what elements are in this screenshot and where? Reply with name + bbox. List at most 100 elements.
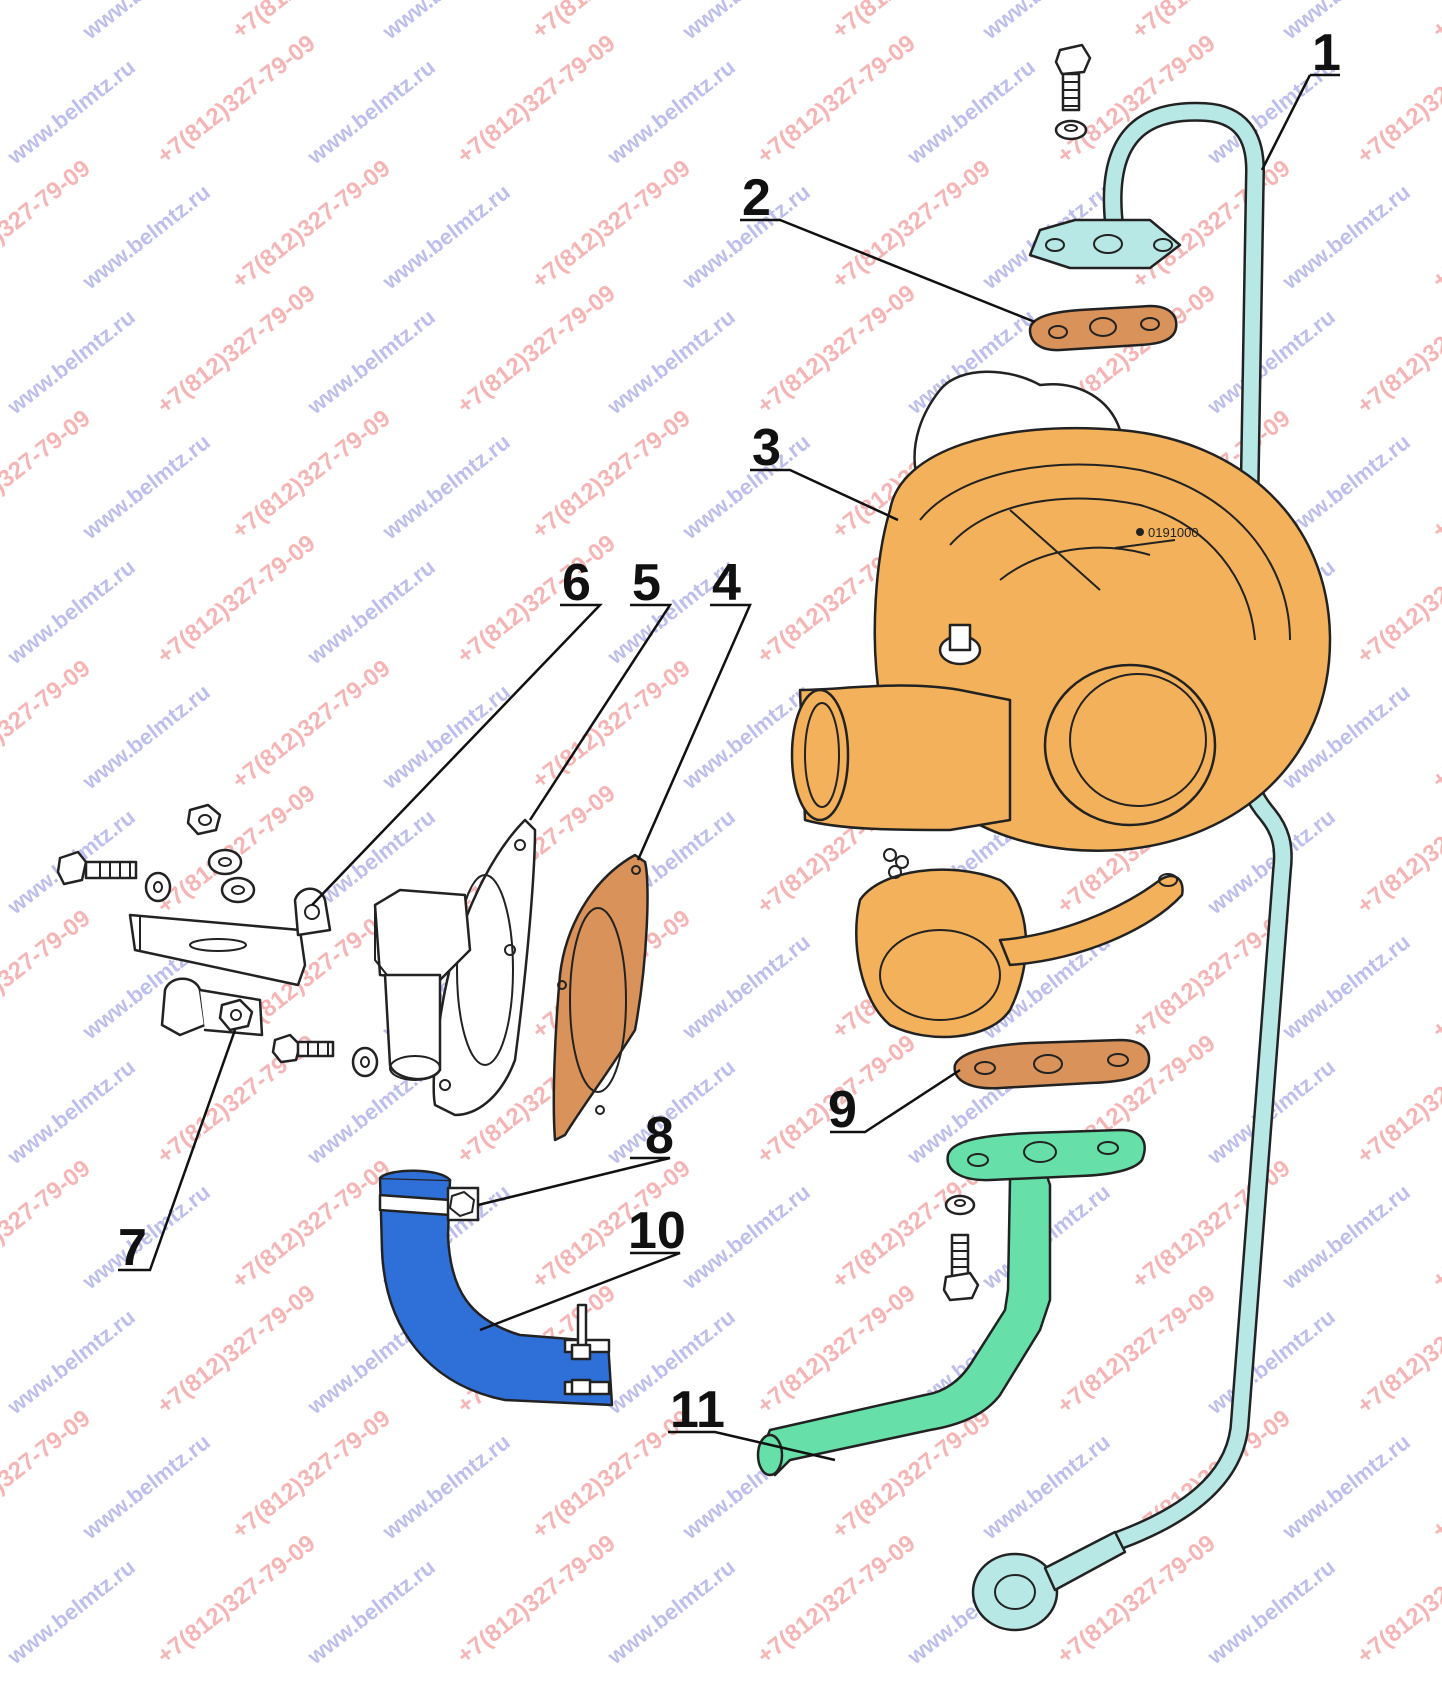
outlet-elbow-flange [373, 818, 537, 1117]
watermark-site: www.belmtz.ru [1277, 1179, 1415, 1294]
watermark-phone: +7(812)327-79-09 [1352, 30, 1442, 170]
watermark-site: www.belmtz.ru [1277, 179, 1415, 294]
watermark-site: www.belmtz.ru [602, 304, 740, 419]
watermark-site: www.belmtz.ru [302, 304, 440, 419]
watermark-site: www.belmtz.ru [377, 679, 515, 794]
watermark-site: www.belmtz.ru [602, 54, 740, 169]
watermark-phone: +7(812)327-79-09 [452, 280, 621, 420]
callout-4: 4 [712, 554, 741, 612]
watermark-phone: +7(812)327-79-09 [227, 655, 396, 795]
watermark-phone: +7(812)327-79-09 [1352, 1530, 1442, 1670]
watermark-site: www.belmtz.ru [77, 1429, 215, 1544]
watermark-phone: +7(812)327-79-09 [152, 530, 321, 670]
watermark-phone: +7(812)327-79-09 [152, 30, 321, 170]
callout-7: 7 [118, 1219, 147, 1277]
watermark-site: www.belmtz.ru [677, 1179, 815, 1294]
watermark-site: www.belmtz.ru [1202, 304, 1340, 419]
watermark-phone: +7(812)327-79-09 [1352, 280, 1442, 420]
watermark-phone: +7(812)327-79-09 [452, 530, 621, 670]
callout-10: 10 [628, 1202, 686, 1260]
watermark-site: www.belmtz.ru [977, 1429, 1115, 1544]
watermark-phone: +7(812)327-79-09 [752, 30, 921, 170]
watermark-site: www.belmtz.ru [977, 0, 1115, 45]
watermark-site: www.belmtz.ru [1277, 929, 1415, 1044]
watermark-site: www.belmtz.ru [902, 54, 1040, 169]
watermark-phone: +7(812)327-79-09 [752, 1280, 921, 1420]
watermark-phone: +7(812)327-79-09 [452, 1530, 621, 1670]
flange-gasket [552, 853, 649, 1142]
watermark-phone: +7(812)327-79-09 [1352, 1030, 1442, 1170]
watermark-phone: +7(812)327-79-09 [1352, 1280, 1442, 1420]
watermark-site: www.belmtz.ru [677, 429, 815, 544]
watermark-site: www.belmtz.ru [377, 1429, 515, 1544]
watermark-site: www.belmtz.ru [2, 304, 140, 419]
callout-1: 1 [1312, 24, 1341, 82]
upper-oil-gasket [1028, 304, 1178, 352]
serial-dot-icon [1136, 528, 1144, 536]
watermark-site: www.belmtz.ru [2, 1554, 140, 1669]
watermark-phone: +7(812)327-79-09 [527, 655, 696, 795]
callout-3: 3 [752, 419, 781, 477]
watermark-phone: +7(812)327-79-09 [1127, 0, 1296, 45]
leader-lines [118, 73, 1340, 1462]
watermark-site: www.belmtz.ru [77, 679, 215, 794]
watermark-site: www.belmtz.ru [677, 0, 815, 45]
watermark-phone: +7(812)327-79-09 [527, 155, 696, 295]
watermark-site: www.belmtz.ru [302, 554, 440, 669]
serial-mark: 0191000 [1148, 525, 1199, 540]
watermark-site: www.belmtz.ru [77, 179, 215, 294]
watermark-phone: +7(812)327-79-09 [1127, 1155, 1296, 1295]
watermark-site: www.belmtz.ru [302, 1554, 440, 1669]
watermark-phone: +7(812)327-79-09 [1427, 0, 1442, 45]
watermark-phone: +7(812)327-79-09 [1352, 530, 1442, 670]
watermark-site: www.belmtz.ru [77, 0, 215, 45]
watermark-phone: +7(812)327-79-09 [227, 1405, 396, 1545]
watermark-phone: +7(812)327-79-09 [227, 1155, 396, 1295]
watermark-phone: +7(812)327-79-09 [152, 1530, 321, 1670]
watermark-phone: +7(812)327-79-09 [1427, 1155, 1442, 1295]
watermark-phone: +7(812)327-79-09 [1352, 780, 1442, 920]
watermark-site: www.belmtz.ru [377, 179, 515, 294]
watermark-phone: +7(812)327-79-09 [1427, 1405, 1442, 1545]
watermark-site: www.belmtz.ru [77, 429, 215, 544]
watermark-phone: +7(812)327-79-09 [227, 0, 396, 45]
oil-drain-pipe [756, 1128, 1146, 1477]
watermark-phone: +7(812)327-79-09 [152, 1280, 321, 1420]
turbocharger-housing: 0191000 [790, 370, 1332, 1039]
callout-6: 6 [562, 554, 591, 612]
watermark-site: www.belmtz.ru [377, 0, 515, 45]
watermark-phone: +7(812)327-79-09 [1427, 905, 1442, 1045]
watermark-phone: +7(812)327-79-09 [152, 280, 321, 420]
watermark-phone: +7(812)327-79-09 [527, 405, 696, 545]
watermark-site: www.belmtz.ru [377, 429, 515, 544]
callouts: 1 2 3 4 5 6 7 8 9 10 11 [118, 24, 1341, 1439]
watermark-site: www.belmtz.ru [2, 54, 140, 169]
watermark-site: www.belmtz.ru [1277, 1429, 1415, 1544]
callout-8: 8 [645, 1107, 674, 1165]
watermark-phone: +7(812)327-79-09 [1427, 405, 1442, 545]
watermark-phone: +7(812)327-79-09 [752, 280, 921, 420]
watermark-site: www.belmtz.ru [2, 1054, 140, 1169]
watermark-site: www.belmtz.ru [602, 1554, 740, 1669]
watermark-phone: +7(812)327-79-09 [752, 1530, 921, 1670]
bracket [56, 803, 332, 987]
callout-2: 2 [742, 169, 771, 227]
watermark-site: www.belmtz.ru [677, 929, 815, 1044]
watermark-site: www.belmtz.ru [2, 1304, 140, 1419]
watermark-site: www.belmtz.ru [1202, 1554, 1340, 1669]
watermark-site: www.belmtz.ru [2, 554, 140, 669]
hose [378, 1169, 614, 1407]
watermark-phone: +7(812)327-79-09 [1052, 1280, 1221, 1420]
watermark-site: www.belmtz.ru [1202, 1304, 1340, 1419]
watermark-phone: +7(812)327-79-09 [452, 30, 621, 170]
watermark-phone: +7(812)327-79-09 [827, 0, 996, 45]
watermark-phone: +7(812)327-79-09 [227, 155, 396, 295]
clamp [160, 977, 379, 1078]
watermark-phone: +7(812)327-79-09 [227, 405, 396, 545]
callout-9: 9 [828, 1081, 857, 1139]
watermark-phone: +7(812)327-79-09 [1427, 655, 1442, 795]
watermark-phone: +7(812)327-79-09 [527, 0, 696, 45]
watermark-site: www.belmtz.ru [1277, 0, 1415, 45]
callout-5: 5 [632, 554, 661, 612]
